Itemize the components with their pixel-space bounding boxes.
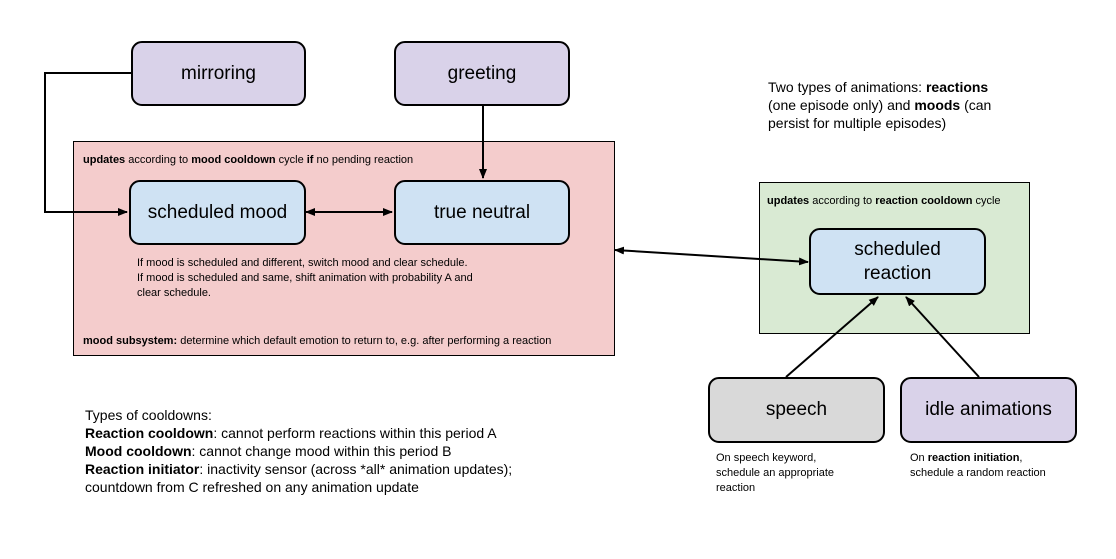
edge-mirroring-to-scheduled-mood [44, 72, 131, 216]
note-line: reaction [716, 481, 834, 496]
note-line: schedule a random reaction [910, 466, 1046, 481]
note-line: persist for multiple episodes) [768, 114, 991, 132]
mood-subsystem-region [73, 141, 615, 356]
edge-mood-region-scheduled-reaction [614, 246, 809, 266]
text-span: no pending reaction [313, 154, 414, 166]
true-neutral-node[interactable]: true neutral [394, 180, 570, 245]
bold-text: updates [83, 154, 126, 166]
speech-node[interactable]: speech [708, 377, 885, 443]
scheduled-mood-label: scheduled mood [147, 201, 288, 223]
reaction-region-header: updates according to reaction cooldown c… [767, 194, 1001, 209]
note-line: (one episode only) and moods (can [768, 96, 991, 114]
speech-note: On speech keyword, schedule an appropriat… [716, 451, 834, 496]
bold-text: Mood cooldown [85, 443, 192, 459]
scheduled-reaction-node[interactable]: scheduled reaction [809, 228, 986, 295]
text-span: cycle [275, 154, 307, 166]
text-span: (can [960, 97, 992, 113]
text-span: according to [125, 154, 192, 166]
scheduled-mood-node[interactable]: scheduled mood [129, 180, 306, 245]
text-span: according to [809, 195, 876, 207]
scheduled-reaction-label-line: reaction [863, 262, 932, 284]
note-line: Mood cooldown: cannot change mood within… [85, 442, 512, 460]
mood-region-header: updates according to mood cooldown cycle… [83, 153, 413, 168]
note-line: countdown from C refreshed on any animat… [85, 478, 512, 496]
mood-region-footer: mood subsystem: determine which default … [83, 334, 551, 349]
idle-animations-note: On reaction initiation,schedule a random… [910, 451, 1046, 481]
note-line: On speech keyword, [716, 451, 834, 466]
greeting-node[interactable]: greeting [394, 41, 570, 106]
text-span: : cannot change mood within this period … [191, 443, 452, 459]
idle-animations-label: idle animations [925, 399, 1052, 420]
text-span: countdown from C refreshed on any animat… [85, 479, 419, 495]
note-line: Two types of animations: reactions [768, 78, 991, 96]
bold-text: updates [767, 195, 810, 207]
mood-rules-text: If mood is scheduled and different, swit… [137, 256, 473, 301]
text-span: (one episode only) and [768, 97, 915, 113]
animation-types-note: Two types of animations: reactions(one e… [768, 78, 991, 132]
mood-rule-line: If mood is scheduled and different, swit… [137, 257, 468, 269]
note-line: schedule an appropriate [716, 466, 834, 481]
text-span: reaction [716, 482, 756, 494]
text-span: persist for multiple episodes) [768, 115, 947, 131]
bold-text: reaction initiation [927, 452, 1020, 464]
bold-text: mood subsystem: [83, 335, 178, 347]
note-line: On reaction initiation, [910, 451, 1046, 466]
idle-animations-node[interactable]: idle animations [900, 377, 1077, 443]
note-line: Reaction initiator: inactivity sensor (a… [85, 460, 512, 478]
text-span: : cannot perform reactions within this p… [213, 425, 497, 441]
bold-text: moods [914, 97, 961, 113]
text-span: Two types of animations: [768, 79, 926, 95]
edge-idle-animations-to-scheduled-reaction [905, 296, 980, 378]
text-span: schedule a random reaction [910, 467, 1046, 479]
speech-label: speech [765, 399, 828, 420]
note-line: Types of cooldowns: [85, 406, 512, 424]
bold-text: reactions [925, 79, 989, 95]
cooldown-types-note: Types of cooldowns:Reaction cooldown: ca… [85, 406, 512, 496]
text-span: Types of cooldowns: [85, 407, 212, 423]
true-neutral-label: true neutral [433, 201, 531, 223]
mirroring-label: mirroring [181, 62, 256, 84]
bold-text: if [306, 154, 314, 166]
text-span: determine which default emotion to retur… [177, 335, 552, 347]
text-span: On speech keyword, [716, 452, 817, 464]
scheduled-reaction-label-line: scheduled [854, 238, 941, 260]
bold-text: reaction cooldown [875, 195, 973, 207]
greeting-label: greeting [447, 62, 517, 84]
edge-speech-to-scheduled-reaction [785, 296, 879, 378]
bold-text: Reaction cooldown [85, 425, 214, 441]
note-line: Reaction cooldown: cannot perform reacti… [85, 424, 512, 442]
text-span: : inactivity sensor (across *all* animat… [199, 461, 513, 477]
text-span: On [910, 452, 928, 464]
bold-text: mood cooldown [191, 154, 276, 166]
text-span: cycle [972, 195, 1001, 207]
text-span: schedule an appropriate [716, 467, 835, 479]
bold-text: Reaction initiator [85, 461, 200, 477]
mood-rule-line: If mood is scheduled and same, shift ani… [137, 272, 473, 284]
mirroring-node[interactable]: mirroring [131, 41, 306, 106]
text-span: , [1019, 452, 1023, 464]
mood-rule-line: clear schedule. [137, 287, 211, 299]
